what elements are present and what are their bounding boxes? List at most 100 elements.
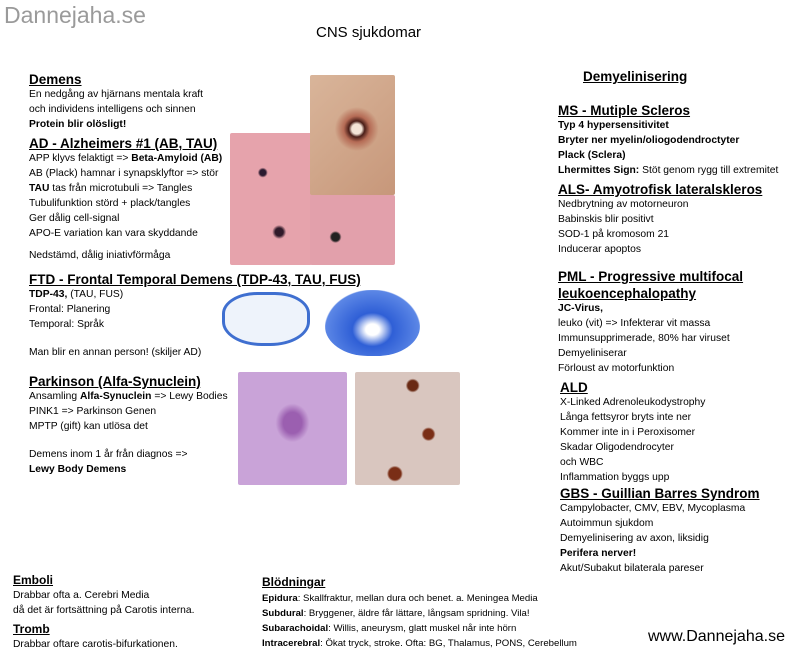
text-line: Drabbar oftare carotis-bifurkationen.: [13, 638, 178, 650]
text: TAU: [29, 182, 50, 194]
text-line: Lhermittes Sign: Stöt genom rygg till ex…: [558, 164, 778, 179]
watermark: Dannejaha.se: [4, 2, 146, 28]
emboli-heading: Emboli: [13, 573, 54, 587]
text-line: Skadar Oligodendrocyter: [560, 441, 674, 453]
pml-section: PML - Progressive multifocal leukoenceph…: [558, 268, 743, 377]
text-line: Subdural: Bryggener, äldre får lättare, …: [262, 606, 577, 621]
text-line: Campylobacter, CMV, EBV, Mycoplasma: [560, 503, 746, 514]
text: : Willis, aneurysm, glatt muskel når int…: [328, 623, 517, 634]
text-line: TAU tas från microtubuli => Tangles: [29, 182, 222, 197]
alzheimer-histology-image-2: [310, 75, 395, 195]
text-line: Nedstämd, dålig iniativförmåga: [29, 250, 171, 262]
text-line: Frontal: Planering: [29, 303, 111, 315]
text-line: då det är fortsättning på Carotis intern…: [13, 604, 195, 616]
tromb-heading: Tromb: [13, 621, 50, 636]
ms-section: MS - Mutiple Scleros Typ 4 hypersensitiv…: [558, 102, 778, 179]
text: => Lewy Bodies: [151, 391, 228, 402]
text-line: Temporal: Språk: [29, 318, 104, 330]
text: Ansamling: [29, 391, 80, 402]
als-section: ALS- Amyotrofisk lateralskleros Nedbrytn…: [558, 181, 762, 258]
text-line: X-Linked Adrenoleukodystrophy: [560, 397, 706, 408]
text: Stöt genom rygg till extremitet: [639, 164, 779, 176]
site-url: www.Dannejaha.se: [648, 628, 785, 645]
text: : Skallfraktur, mellan dura och benet. a…: [297, 593, 538, 604]
text: Subarachoidal: [262, 623, 329, 634]
text-line: Inducerar apoptos: [558, 243, 642, 255]
text-line: Ansamling Alfa-Synuclein => Lewy Bodies: [29, 390, 228, 405]
ad-heading: AD - Alzheimers #1 (AB, TAU): [29, 136, 218, 151]
normal-brain-image: [325, 290, 420, 356]
text-line: TDP-43, (TAU, FUS): [29, 288, 361, 303]
text-line: Perifera nerver!: [560, 547, 637, 559]
lewy-body-histology-image: [355, 372, 460, 485]
text-line: APO-E variation kan vara skyddande: [29, 227, 198, 239]
ms-heading: MS - Mutiple Scleros: [558, 103, 691, 118]
ad-section: AD - Alzheimers #1 (AB, TAU) APP klyvs f…: [29, 135, 222, 264]
pml-heading: PML - Progressive multifocal: [558, 269, 744, 284]
text-line: Subarachoidal: Willis, aneurysm, glatt m…: [262, 621, 577, 636]
text-line: APP klyvs felaktigt => Beta-Amyloid (AB): [29, 152, 222, 167]
text: Lhermittes Sign:: [558, 164, 640, 176]
parkinson-histology-image: [238, 372, 347, 485]
als-heading: ALS- Amyotrofisk lateralskleros: [558, 182, 763, 197]
text: Epidura: [262, 593, 298, 604]
text-line: En nedgång av hjärnans mentala kraft: [29, 89, 204, 100]
text: APP klyvs felaktigt =>: [29, 153, 132, 164]
gbs-heading: GBS - Guillian Barres Syndrom: [560, 486, 760, 501]
text-line: Babinskis blir positivt: [558, 213, 654, 225]
parkinson-section: Parkinson (Alfa-Synuclein) Ansamling Alf…: [29, 373, 228, 478]
text-line: Demyelinisering av axon, liksidig: [560, 532, 709, 544]
ftd-heading: FTD - Frontal Temporal Demens (TDP-43, T…: [29, 272, 361, 287]
text-line: Demens inom 1 år från diagnos =>: [29, 448, 188, 460]
text-line: Lewy Body Demens: [29, 463, 127, 475]
text-line: Typ 4 hypersensitivitet: [558, 120, 669, 131]
text-line: Ger dålig cell-signal: [29, 212, 120, 224]
ald-section: ALD X-Linked Adrenoleukodystrophy Långa …: [560, 379, 705, 485]
text: Intracerebral: [262, 638, 321, 649]
parkinson-heading: Parkinson (Alfa-Synuclein): [29, 374, 201, 389]
text-line: Immunsupprimerade, 80% har viruset: [558, 332, 730, 344]
ftd-brain-image: [222, 292, 310, 346]
text: : Bryggener, äldre får lättare, långsam …: [303, 608, 530, 619]
text-line: Långa fettsyror bryts inte ner: [560, 411, 692, 423]
ald-heading: ALD: [560, 380, 588, 395]
demens-heading: Demens: [29, 72, 82, 87]
text-line: Förloust av motorfunktion: [558, 362, 675, 374]
alzheimer-histology-image-3: [310, 195, 395, 265]
blodningar-heading: Blödningar: [262, 575, 326, 589]
text: : Ökat tryck, stroke. Ofta: BG, Thalamus…: [320, 638, 577, 649]
text: tas från microtubuli => Tangles: [49, 182, 193, 194]
text-line: Inflammation byggs upp: [560, 471, 670, 483]
demyelinisering-heading: Demyelinisering: [583, 69, 688, 84]
text-line: PINK1 => Parkinson Genen: [29, 405, 157, 417]
text-line: Epidura: Skallfraktur, mellan dura och b…: [262, 591, 577, 606]
text-line: MPTP (gift) kan utlösa det: [29, 420, 148, 432]
text-line: Tubulifunktion störd + plack/tangles: [29, 197, 191, 209]
text-line: Nedbrytning av motorneuron: [558, 199, 689, 210]
text: (TAU, FUS): [67, 289, 124, 300]
text-line: Bryter ner myelin/oliogodendroctyter: [558, 134, 740, 146]
text-line: Drabbar ofta a. Cerebri Media: [13, 590, 150, 601]
text: TDP-43,: [29, 289, 68, 300]
ftd-section: FTD - Frontal Temporal Demens (TDP-43, T…: [29, 271, 361, 361]
text-line: AB (Plack) hamnar i synapsklyftor => stö…: [29, 167, 219, 179]
page-title: CNS sjukdomar: [316, 24, 422, 41]
emboli-section: Emboli Drabbar ofta a. Cerebri Media då …: [13, 572, 194, 653]
text-line: Plack (Sclera): [558, 149, 626, 161]
gbs-section: GBS - Guillian Barres Syndrom Campylobac…: [560, 485, 760, 577]
text-line: SOD-1 på kromosom 21: [558, 228, 670, 240]
text: Beta-Amyloid (AB): [131, 153, 223, 164]
demens-section: Demens En nedgång av hjärnans mentala kr…: [29, 71, 203, 133]
text-line: leuko (vit) => Infekterar vit massa: [558, 317, 711, 329]
text-line: JC-Virus,: [558, 303, 604, 314]
blodningar-section: Blödningar Epidura: Skallfraktur, mellan…: [262, 574, 577, 651]
text-line: och WBC: [560, 456, 604, 468]
text-line: Man blir en annan person! (skiljer AD): [29, 346, 202, 358]
text-line: Protein blir olösligt!: [29, 118, 127, 130]
text: Alfa-Synuclein: [79, 391, 152, 402]
text-line: Akut/Subakut bilaterala pareser: [560, 562, 704, 574]
text-line: Autoimmun sjukdom: [560, 517, 654, 529]
alzheimer-histology-image: [230, 133, 312, 265]
text-line: och individens intelligens och sinnen: [29, 103, 196, 115]
pml-heading-2: leukoencephalopathy: [558, 286, 697, 301]
